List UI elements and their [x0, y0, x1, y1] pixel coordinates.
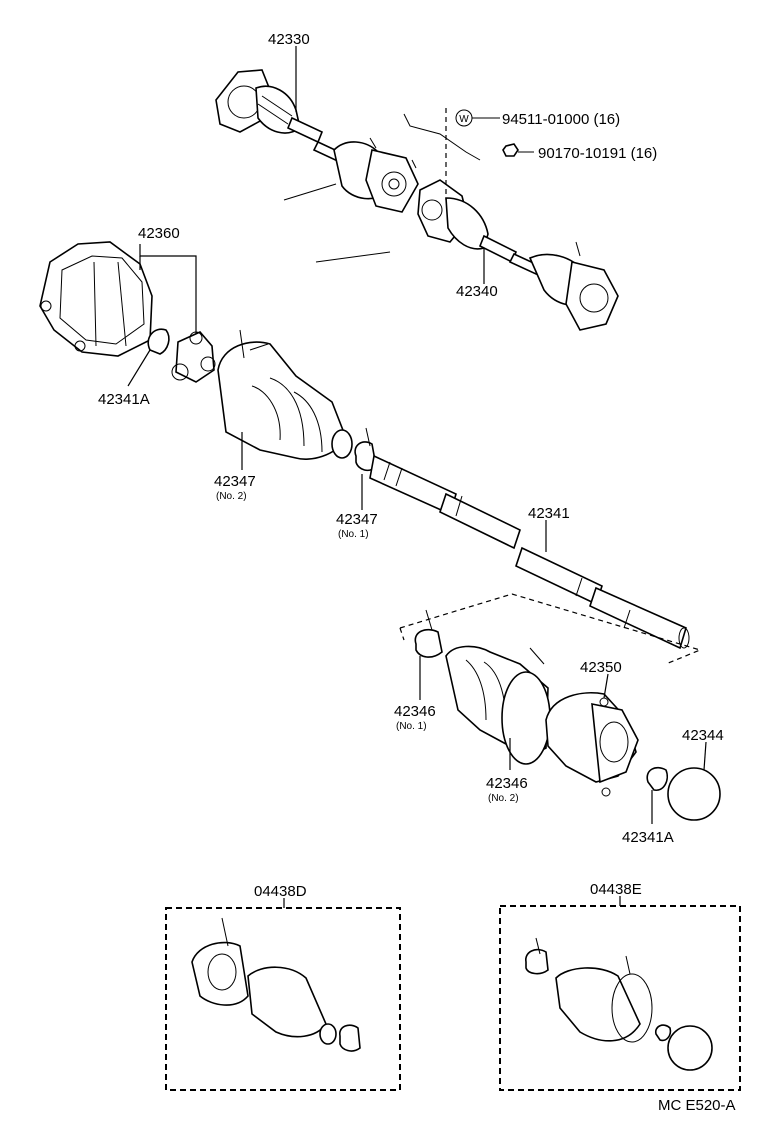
nut-icon: [502, 143, 519, 157]
drive-shaft-assembly: [215, 69, 619, 331]
label-42341a-bottom: 42341A: [622, 829, 674, 846]
washer-symbol: W: [455, 109, 473, 127]
clamp-no1-lower: [414, 609, 443, 658]
part-labels: 42330 94511-01000 (16) 90170-10191 (16) …: [98, 31, 736, 1114]
outer-joint-upper: [417, 179, 489, 250]
label-94511: 94511-01000 (16): [502, 111, 620, 128]
label-42330: 42330: [268, 31, 310, 48]
label-42346-no2: 42346: [486, 775, 528, 792]
label-kit-04438e: 04438E: [590, 881, 642, 898]
snap-ring-lower: [646, 766, 669, 791]
label-42347-no1-sub: (No. 1): [338, 529, 369, 540]
label-42347-no1: 42347: [336, 511, 378, 528]
leader-lines: [127, 46, 707, 908]
footer-code: MC E520-A: [658, 1097, 736, 1114]
label-42344: 42344: [682, 727, 724, 744]
label-42350: 42350: [580, 659, 622, 676]
label-42341: 42341: [528, 505, 570, 522]
label-42347-no2: 42347: [214, 473, 256, 490]
kit-box-right: [499, 905, 741, 1091]
dust-cover: [667, 767, 721, 821]
inner-joint-housing: [39, 241, 153, 357]
label-kit-04438d: 04438D: [254, 883, 307, 900]
center-joint: [333, 137, 419, 213]
boot-large: [217, 329, 353, 460]
label-42341a-top: 42341A: [98, 391, 150, 408]
tripod-joint: [171, 331, 216, 383]
label-42346-no1-sub: (No. 1): [396, 721, 427, 732]
snap-ring-upper: [147, 328, 170, 355]
label-42347-no2-sub: (No. 2): [216, 491, 247, 502]
label-42346-no1: 42346: [394, 703, 436, 720]
label-42360: 42360: [138, 225, 180, 242]
outer-joint-lower: [528, 241, 619, 331]
outer-joint-housing: [545, 692, 639, 797]
kit-box-left: [165, 907, 401, 1091]
label-90170: 90170-10191 (16): [538, 145, 657, 162]
axle-shaft: [369, 454, 690, 650]
inner-joint-flange: [215, 69, 301, 134]
label-42340: 42340: [456, 283, 498, 300]
label-42346-no2-sub: (No. 2): [488, 793, 519, 804]
boot-outer: [445, 645, 551, 765]
svg-text:W: W: [459, 114, 469, 125]
